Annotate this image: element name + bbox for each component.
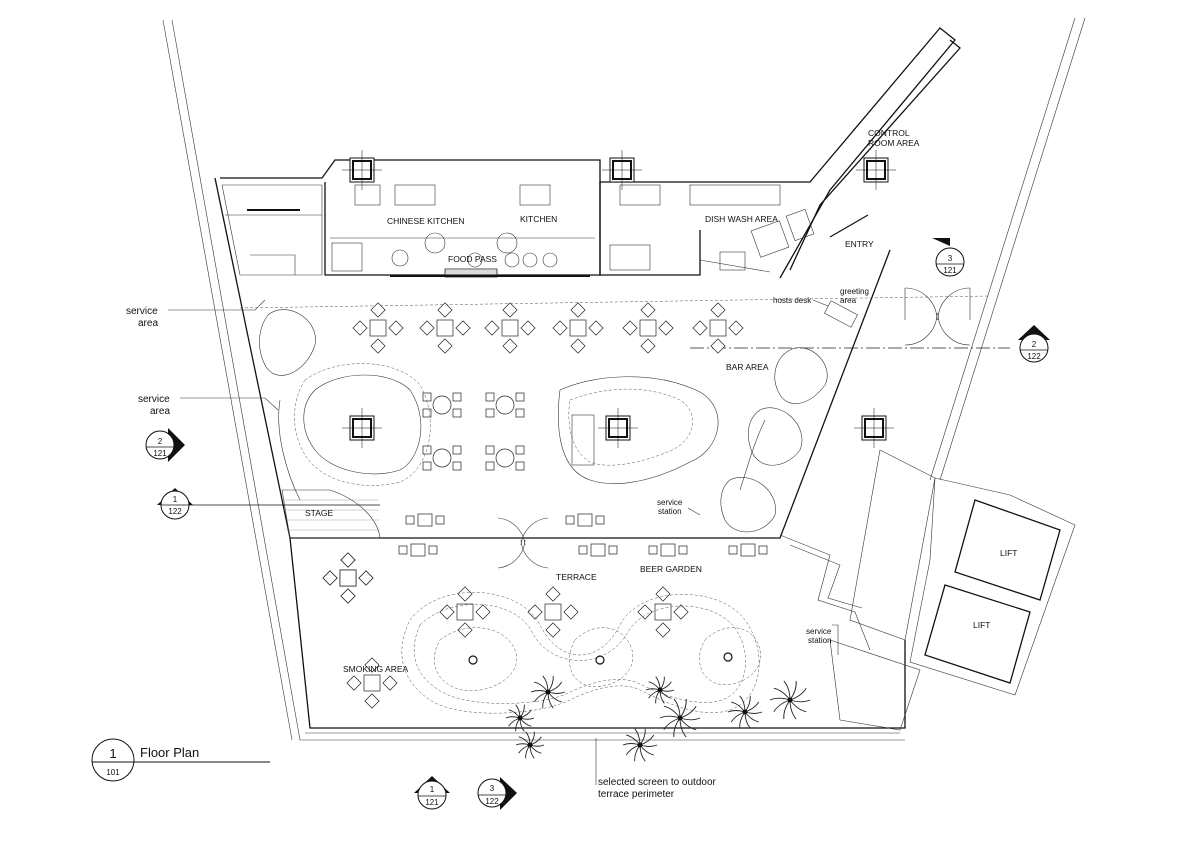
label-terrace: TERRACE	[556, 572, 597, 582]
note-hosts-desk: hosts desk	[773, 296, 812, 305]
lift-core	[849, 449, 1076, 696]
column	[598, 408, 638, 448]
marker-sheet: 122	[168, 507, 182, 516]
note-greeting-1: greeting	[840, 287, 869, 296]
section-marker-2-122-right: 2 122	[1018, 325, 1050, 363]
kitchen-equipment	[331, 184, 815, 272]
palm-plant	[659, 698, 701, 738]
column	[854, 408, 894, 448]
marker-num: 3	[948, 254, 953, 263]
building-walls	[214, 27, 1010, 729]
label-lift-2: LIFT	[973, 620, 990, 630]
palm-plants	[505, 675, 811, 762]
table-four-seat	[346, 657, 398, 709]
table-round	[422, 392, 462, 418]
palm-plant	[727, 695, 763, 729]
table-four-seat	[419, 302, 471, 354]
section-marker-2-121-left: 2 121	[145, 428, 185, 462]
column	[856, 150, 896, 190]
table-four-seat	[322, 552, 374, 604]
table-four-seat	[637, 586, 689, 638]
table-four-seat	[352, 302, 404, 354]
label-stage: STAGE	[305, 508, 334, 518]
label-bar-area: BAR AREA	[726, 362, 769, 372]
marker-num: 2	[158, 437, 163, 446]
room-labels: CHINESE KITCHEN KITCHEN DISH WASH AREA C…	[305, 128, 1017, 674]
marker-sheet: 121	[153, 449, 167, 458]
table-two-seat	[405, 513, 445, 527]
marker-sheet: 121	[943, 266, 957, 275]
marker-sheet: 121	[425, 798, 439, 807]
note-service-area-1b: area	[138, 318, 158, 329]
marker-num: 1	[173, 495, 178, 504]
column	[602, 150, 642, 190]
table-two-seat	[578, 543, 618, 557]
note-greeting-2: area	[840, 296, 857, 305]
title-number: 1	[109, 746, 116, 761]
entry-doors	[497, 214, 971, 569]
column	[342, 408, 382, 448]
note-service-area-2b: area	[150, 406, 170, 417]
table-two-seat	[398, 543, 438, 557]
column	[342, 150, 382, 190]
note-screen-1: selected screen to outdoor	[598, 777, 717, 788]
section-marker-3-121-entry: 3 121	[932, 238, 965, 277]
table-four-seat	[439, 586, 491, 638]
structural-columns	[342, 150, 896, 448]
label-entry: ENTRY	[845, 239, 874, 249]
marker-num: 2	[1032, 340, 1037, 349]
note-service-station-2b: station	[808, 636, 832, 645]
section-marker-1-121-bottom: 1 121	[414, 776, 450, 810]
stage-platform	[281, 489, 381, 539]
section-markers: 3 121 2 122 2 121 1 122 1	[145, 238, 1050, 810]
table-four-seat	[622, 302, 674, 354]
booths-and-bar	[259, 309, 828, 533]
table-two-seat	[648, 543, 688, 557]
label-food-pass: FOOD PASS	[448, 254, 497, 264]
table-four-seat	[692, 302, 744, 354]
palm-plant	[530, 675, 566, 709]
table-two-seat	[565, 513, 605, 527]
label-dish-wash-area: DISH WASH AREA	[705, 214, 778, 224]
marker-num: 3	[490, 784, 495, 793]
marker-sheet: 122	[1027, 352, 1041, 361]
marker-num: 1	[430, 785, 435, 794]
dining-tables	[322, 302, 768, 709]
title-sheet: 101	[106, 768, 120, 777]
label-beer-garden: BEER GARDEN	[640, 564, 702, 574]
note-service-station-2a: service	[806, 627, 832, 636]
palm-plant	[505, 704, 535, 732]
drawing-title-block: 1 101 Floor Plan	[91, 738, 270, 782]
label-kitchen: KITCHEN	[520, 214, 557, 224]
table-four-seat	[552, 302, 604, 354]
label-control-room-1: CONTROL	[868, 128, 910, 138]
table-round	[485, 392, 525, 418]
table-four-seat	[527, 586, 579, 638]
palm-plant	[645, 676, 675, 704]
table-two-seat	[728, 543, 768, 557]
table-four-seat	[484, 302, 536, 354]
label-lift-1: LIFT	[1000, 548, 1017, 558]
palm-plant	[769, 680, 811, 720]
note-service-station-1a: service	[657, 498, 683, 507]
note-service-station-1b: station	[658, 507, 682, 516]
palm-plant	[515, 731, 545, 759]
annotations: service area service area hosts desk gre…	[126, 287, 869, 800]
title-text: Floor Plan	[140, 745, 199, 760]
section-marker-3-122-bottom: 3 122	[477, 777, 517, 810]
note-service-area-2a: service	[138, 394, 170, 405]
label-smoking-area: SMOKING AREA	[343, 664, 409, 674]
note-screen-2: terrace perimeter	[598, 789, 675, 800]
section-marker-1-122-left: 1 122	[157, 488, 380, 520]
terrace-garden	[401, 534, 921, 731]
table-round	[485, 445, 525, 471]
table-round	[422, 445, 462, 471]
palm-plant	[622, 728, 658, 762]
label-chinese-kitchen: CHINESE KITCHEN	[387, 216, 464, 226]
note-service-area-1a: service	[126, 306, 158, 317]
marker-sheet: 122	[485, 797, 499, 806]
site-boundary-lines	[162, 17, 1086, 741]
label-control-room-2: ROOM AREA	[868, 138, 920, 148]
